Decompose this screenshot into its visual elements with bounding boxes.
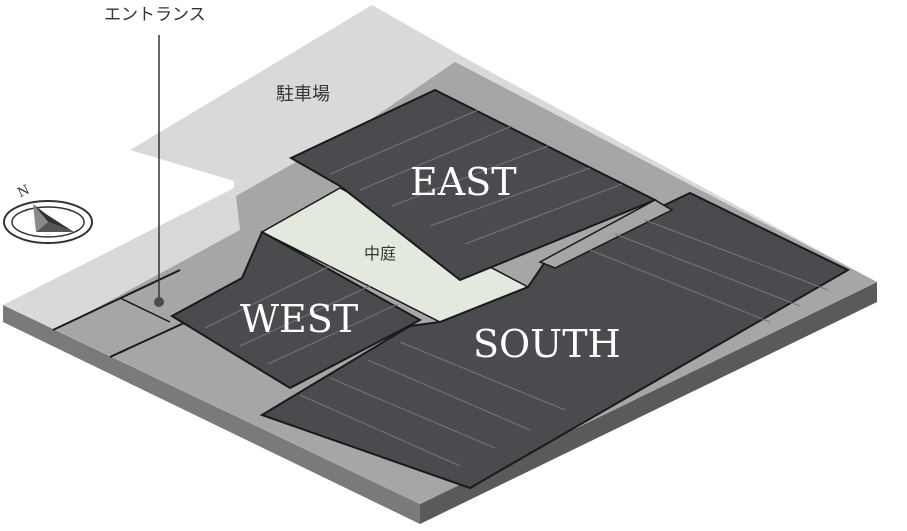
building-south[interactable]: [259, 191, 851, 490]
parking-label: 駐車場: [276, 84, 330, 105]
west-label: WEST: [240, 297, 358, 341]
entrance-dot-icon[interactable]: [154, 297, 164, 307]
courtyard-label: 中庭: [364, 244, 396, 263]
building-west-roof: [169, 230, 423, 390]
ground-side-left: [3, 305, 420, 524]
compass-north-label: N: [15, 183, 32, 201]
compass-needle-light: [33, 204, 48, 232]
compass-needle-tail: [36, 222, 74, 232]
building-west[interactable]: [169, 230, 423, 390]
entrance-callout: エントランス: [104, 5, 206, 307]
south-label: SOUTH: [473, 322, 621, 366]
entrance-label: エントランス: [104, 5, 206, 25]
compass-icon: N: [3, 183, 93, 244]
building-east-roof: [288, 88, 658, 282]
ground-side-right: [420, 282, 877, 524]
east-label: EAST: [410, 160, 517, 204]
building-south-notch: [538, 199, 674, 269]
building-east[interactable]: [288, 88, 658, 282]
